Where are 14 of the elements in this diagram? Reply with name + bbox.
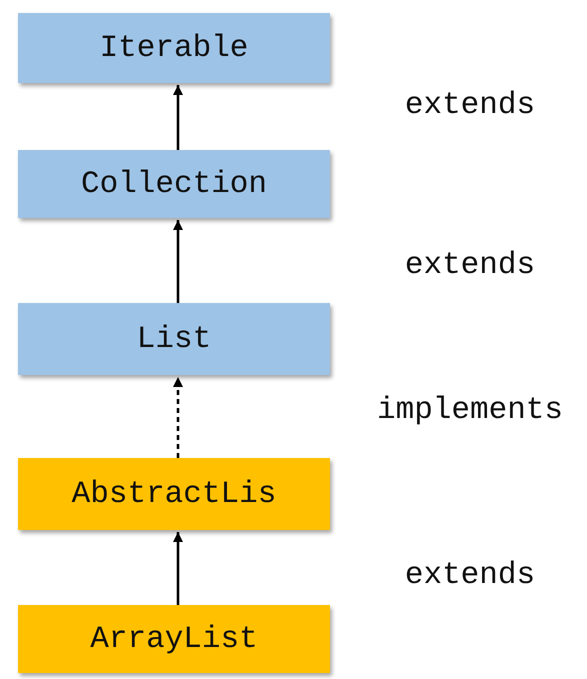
dashed-arrow: [173, 377, 183, 458]
type-name: ArrayList: [90, 622, 258, 656]
type-name: List: [136, 322, 212, 356]
interface-box: [18, 150, 330, 218]
type-name: Collection: [80, 166, 268, 202]
class-box: [18, 458, 330, 530]
class-box: [18, 605, 330, 673]
interface-box: [18, 13, 330, 83]
interface-box: [18, 303, 330, 375]
type-name: AbstractLis: [72, 476, 276, 512]
arrow: [173, 532, 183, 605]
arrow: [173, 85, 183, 150]
type-name: Iterable: [100, 30, 248, 66]
arrow: [173, 220, 183, 303]
